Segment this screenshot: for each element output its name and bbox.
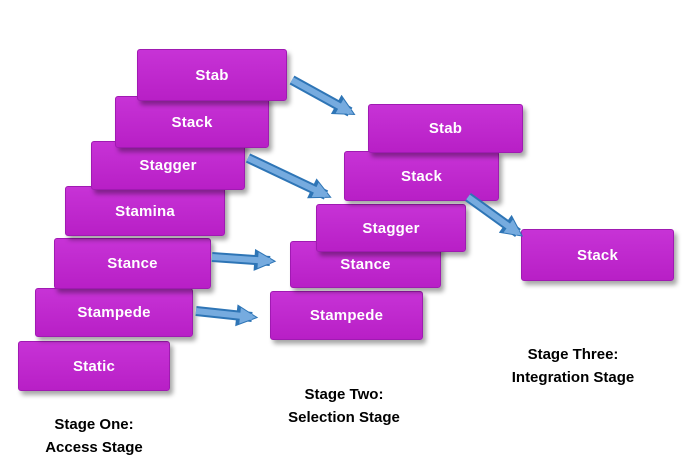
stage1-node-stab: Stab: [137, 49, 287, 101]
stage1-node-stack: Stack: [115, 96, 269, 148]
arrow-stampede-to-stampede: [195, 304, 259, 327]
stage-two-label-line2: Selection Stage: [288, 408, 400, 426]
stage1-node-static: Static: [18, 341, 170, 391]
stage-two-label-line1: Stage Two:: [304, 386, 384, 403]
stage2-node-stagger: Stagger: [316, 204, 466, 252]
stage-one-label: Stage One: Access Stage: [19, 414, 169, 459]
stage-three-label: Stage Three: Integration Stage: [492, 344, 654, 389]
stage2-node-stab: Stab: [368, 104, 523, 153]
stage-one-label-line1: Stage One:: [54, 416, 134, 433]
stage1-node-stance: Stance: [54, 238, 211, 289]
arrow-stagger-to-stack: [245, 153, 332, 200]
stage2-node-stampede: Stampede: [270, 291, 423, 340]
stage-one-label-line2: Access Stage: [45, 438, 143, 456]
stage1-node-stampede: Stampede: [35, 288, 193, 337]
arrow-stab-to-stab: [289, 75, 356, 117]
stage-three-label-line1: Stage Three:: [527, 346, 619, 363]
stage-three-label-line2: Integration Stage: [511, 368, 635, 386]
stage1-node-stamina: Stamina: [65, 186, 225, 236]
stage2-node-stack: Stack: [344, 151, 499, 201]
stage1-node-stagger: Stagger: [91, 141, 245, 190]
stage3-node-stack: Stack: [521, 229, 674, 281]
stage-two-label: Stage Two: Selection Stage: [264, 384, 424, 429]
arrow-stance-to-stance: [211, 248, 277, 271]
arrow-stack-to-stack: [465, 192, 524, 238]
